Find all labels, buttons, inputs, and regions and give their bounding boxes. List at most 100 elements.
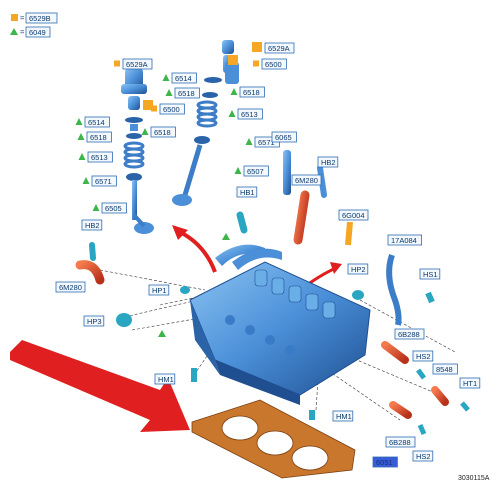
- callout-box: [347, 263, 369, 275]
- callout-label: 6B288: [398, 330, 420, 339]
- callout-box: [243, 165, 269, 177]
- triangle-mark-icon: [162, 74, 170, 81]
- callout-6500: 6500: [253, 58, 287, 70]
- callout-box: [385, 436, 416, 448]
- triangle-mark-icon: [92, 204, 100, 211]
- reference-code: 3030115A: [458, 475, 490, 482]
- callout-box: [394, 328, 425, 340]
- callout-label: 6514: [175, 74, 192, 83]
- callout-6513: 6513: [78, 151, 113, 163]
- callout-box: [148, 284, 170, 296]
- callout-box: [91, 175, 117, 187]
- callout-ht1: HT1: [459, 377, 481, 389]
- square-mark-icon: [11, 14, 18, 21]
- square-mark-icon: [256, 44, 262, 51]
- callout-box: [150, 126, 176, 138]
- callout-6571: 6571: [82, 175, 117, 187]
- callout-6b288: 6B288: [394, 328, 425, 340]
- callout-6500: 6500: [151, 103, 185, 115]
- triangle-mark-icon: [165, 89, 173, 96]
- callout-label: 6513: [91, 153, 108, 162]
- callout-hp1: HP1: [148, 284, 170, 296]
- svg-text:=: =: [20, 14, 25, 23]
- callout-6518: 6518: [230, 86, 265, 98]
- callout-label: HS1: [423, 270, 438, 279]
- callout-label: 6529A: [126, 60, 148, 69]
- callout-label: HS2: [416, 352, 431, 361]
- callout-6518: 6518: [77, 131, 112, 143]
- callout-hb1: HB1: [236, 186, 258, 198]
- triangle-mark-icon: [75, 118, 83, 125]
- triangle-mark-icon: [82, 177, 90, 184]
- callout-box: [174, 87, 200, 99]
- triangle-mark-icon: [77, 133, 85, 140]
- callout-label: HP3: [87, 317, 102, 326]
- callout-box: [419, 268, 441, 280]
- callout-box: [291, 174, 322, 186]
- callout-6m280: 6M280: [291, 174, 322, 186]
- callout-label: HM1: [158, 375, 174, 384]
- callout-6529a: 6529A: [256, 42, 295, 54]
- callout-box: [264, 42, 295, 54]
- callout-6514: 6514: [75, 116, 110, 128]
- head-gasket: [191, 399, 356, 479]
- callout-6518: 6518: [141, 126, 176, 138]
- callout-label: 6571: [95, 177, 112, 186]
- callout-label: HB2: [85, 221, 100, 230]
- callout-hp3: HP3: [83, 315, 105, 327]
- callout-label: 6513: [241, 110, 258, 119]
- square-mark-icon: [151, 105, 157, 112]
- callout-6b288: 6B288: [385, 436, 416, 448]
- callout-box: [236, 186, 258, 198]
- callout-box: [87, 151, 113, 163]
- callout-box: [84, 116, 110, 128]
- callout-box: [86, 131, 112, 143]
- callout-label: HP2: [351, 265, 366, 274]
- callout-6m280: 6M280: [55, 281, 86, 293]
- callout-box: [154, 373, 176, 385]
- callout-label: HS2: [416, 452, 431, 461]
- callout-label: 6518: [243, 88, 260, 97]
- callout-box: [122, 58, 153, 70]
- callout-17a084: 17A084: [387, 234, 422, 246]
- callout-6065: 6065: [271, 131, 297, 143]
- callout-label: HB2: [321, 158, 336, 167]
- callout-box: [239, 86, 265, 98]
- callout-label: 6M280: [59, 283, 82, 292]
- callout-label: HM1: [336, 412, 352, 421]
- square-mark-icon: [253, 60, 259, 67]
- svg-text:=: =: [20, 28, 25, 37]
- callout-box: [387, 234, 422, 246]
- callout-box: [338, 209, 369, 221]
- square-mark-icon: [114, 60, 120, 67]
- callout-label: 6G004: [342, 211, 365, 220]
- callout-layer: 6529A 6529A 6500 6514 6518 6500 6518 6514 6518 65…: [55, 42, 481, 468]
- triangle-mark-icon: [234, 167, 242, 174]
- callout-box: [372, 456, 398, 468]
- callout-6514: 6514: [162, 72, 197, 84]
- callout-6g004: 6G004: [338, 209, 369, 221]
- cylinder-head: [189, 261, 371, 405]
- callout-box: [317, 156, 339, 168]
- callout-hs1: HS1: [419, 268, 441, 280]
- callout-6529a: 6529A: [114, 58, 153, 70]
- callout-box: [412, 350, 434, 362]
- callout-box: [237, 108, 263, 120]
- callout-label: 6518: [90, 133, 107, 142]
- callout-box: [159, 103, 185, 115]
- callout-hb2: HB2: [81, 219, 103, 231]
- callout-box: [83, 315, 105, 327]
- svg-text:3030115A: 3030115A: [458, 475, 490, 482]
- callout-label: 6M280: [295, 176, 318, 185]
- legend-label-6529b: 6529B: [29, 14, 51, 23]
- callout-6507: 6507: [234, 165, 269, 177]
- callout-hs2: HS2: [412, 450, 434, 462]
- callout-box: [101, 202, 127, 214]
- callout-label: 8548: [436, 365, 453, 374]
- callout-6518: 6518: [165, 87, 200, 99]
- callout-box: [81, 219, 103, 231]
- callout-label: HP1: [152, 286, 167, 295]
- callout-box: [332, 410, 354, 422]
